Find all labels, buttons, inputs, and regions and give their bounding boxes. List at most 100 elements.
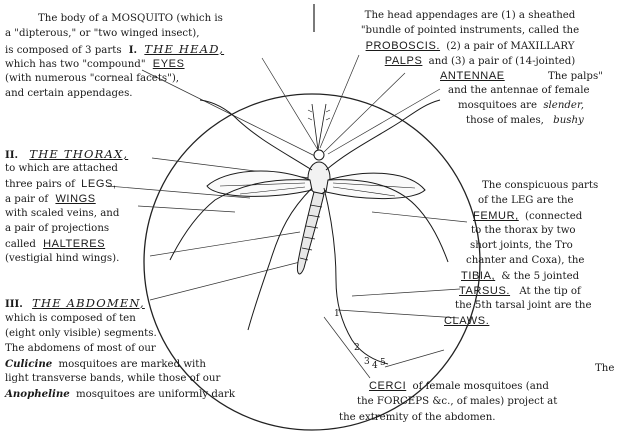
head-app-line-7: mosquitoes are slender, [458,100,584,112]
cerci-line-4: the extremity of the abdomen. [339,412,496,424]
female-mosquitoes-text: of female mosquitoes (and [412,381,548,392]
head-app-line-2: "bundle of pointed instruments, called t… [326,25,614,37]
eyes-label: EYES [153,58,185,70]
thorax-line-4: with scaled veins, and [5,208,119,220]
pointer-antennae [328,89,440,154]
compound-eyes-text: which has two "compound" [5,59,146,70]
pointer-lines [108,55,467,378]
numeral-three: III. [5,298,23,310]
pointer-halteres [150,232,300,256]
left-leg-1 [200,100,312,170]
palps-note-text: The palps" [548,71,603,82]
intro-line-1: The body of a MOSQUITO (which is [38,13,223,25]
tarsus-label: TARSUS. [459,285,510,297]
anopheline-term: Anopheline [5,388,70,400]
pointer-femur [372,212,467,222]
palps-label: PALPS [385,55,423,67]
intro-line-6: and certain appendages. [5,88,133,100]
halteres-label: HALTERES [43,238,105,250]
mosquito-drawing [170,100,448,364]
abdomen-title-line: III. THE ABDOMEN, [5,297,145,311]
slender-term: slender, [543,100,584,111]
pointer-claws [385,350,444,367]
tibia-label: TIBIA, [461,270,495,282]
pointer-abdomen [150,262,300,300]
intro-line-3: is composed of 3 parts I. THE HEAD, [5,43,224,57]
culicine-term: Culicine [5,358,52,370]
mosquitoes-are-text: mosquitoes are [458,100,537,111]
intro-three-parts-text: is composed of 3 parts [5,45,122,56]
leg-line-1: The conspicuous parts [482,180,598,192]
head-app-line-3: PROBOSCIS. (2) a pair of MAXILLARY [326,40,614,53]
thorax-line-2: three pairs of LEGS, [5,178,117,191]
leg-line-5: short joints, the Tro [470,240,573,252]
maxillary-text: (2) a pair of MAXILLARY [446,41,574,52]
tarsal-number-3: 3 [364,356,370,368]
head-app-line-1: The head appendages are (1) a sheathed [326,10,614,22]
abdomen-line-4: Culicine mosquitoes are marked with [5,358,206,371]
leg-line-7: TIBIA, & the 5 jointed [461,270,579,283]
antennae-count-text: and (3) a pair of (14-jointed) [429,56,576,67]
intro-line-2: a "dipterous," or "two winged insect), [5,28,199,40]
connected-text: (connected [525,211,582,222]
numeral-one: I. [129,44,137,56]
right-leg-3-tarsus [324,188,388,364]
wings-label: WINGS [55,193,95,205]
anopheline-text: mosquitoes are uniformly dark [76,389,235,400]
thorax-line-1: to which are attached [5,163,118,175]
pointer-tarsus [338,310,459,318]
the-head-heading: THE HEAD, [144,42,224,56]
abdomen-drawing [297,192,324,274]
intro-line-5: (with numerous "corneal facets"), [5,73,179,85]
head-app-line-8: those of males, bushy [466,115,584,127]
thorax-line-6: called HALTERES [5,238,105,251]
called-text: called [5,239,36,250]
abdomen-line-5: light transverse bands, while those of o… [5,373,220,385]
cerci-line-1: The [595,363,614,375]
thorax-line-3: a pair of WINGS [5,193,96,206]
pointer-tibia [352,289,460,296]
head-app-line-6: and the antennae of female [448,85,590,97]
bushy-term: bushy [553,115,584,126]
a-pair-of-text: a pair of [5,194,48,205]
the-abdomen-heading: THE ABDOMEN, [32,296,145,310]
femur-label: FEMUR, [473,210,519,222]
abdomen-line-1: which is composed of ten [5,313,136,325]
abdomen-line-6: Anopheline mosquitoes are uniformly dark [5,388,235,401]
leg-line-9: the 5th tarsal joint are the [455,300,591,312]
intro-line-4: which has two "compound" EYES [5,58,185,71]
legs-label: LEGS, [81,178,116,190]
head-drawing [314,150,324,160]
leg-line-6: chanter and Coxa), the [466,255,584,267]
leg-line-3: FEMUR, (connected [473,210,582,223]
leg-line-8: TARSUS. At the tip of [459,285,581,298]
five-jointed-text: & the 5 jointed [501,271,579,282]
proboscis-label: PROBOSCIS. [366,40,440,52]
antennae-label: ANTENNAE [440,70,505,82]
tarsal-number-1: 1 [334,308,340,320]
claws-label: CLAWS. [444,315,489,327]
three-pairs-text: three pairs of [5,179,75,190]
cerci-line-3: the FORCEPS &c., of males) project at [357,396,557,408]
thorax-line-5: a pair of projections [5,223,109,235]
pointer-cerci [324,317,370,378]
leg-line-10: CLAWS. [444,315,489,328]
cerci-line-2: CERCI of female mosquitoes (and [369,380,549,393]
the-thorax-heading: THE THORAX, [29,147,128,161]
tarsal-number-2: 2 [354,342,360,354]
tarsal-number-4: 4 [372,360,378,372]
culicine-text: mosquitoes are marked with [58,359,206,370]
at-the-tip-text: At the tip of [519,286,580,297]
pointer-palps [324,73,405,152]
thorax-line-7: (vestigial hind wings). [5,253,119,265]
leg-line-2: of the LEG are the [478,195,574,207]
thorax-title-line: II. THE THORAX, [5,148,128,162]
abdomen-line-3: The abdomens of most of our [5,343,156,355]
antennae-hairs [308,110,330,120]
cerci-label: CERCI [369,380,406,392]
pointer-head [262,58,318,150]
leg-line-4: to the thorax by two [471,225,576,237]
head-app-line-4: PALPS and (3) a pair of (14-jointed) [346,55,614,68]
tarsal-number-5: 5 [380,357,386,369]
